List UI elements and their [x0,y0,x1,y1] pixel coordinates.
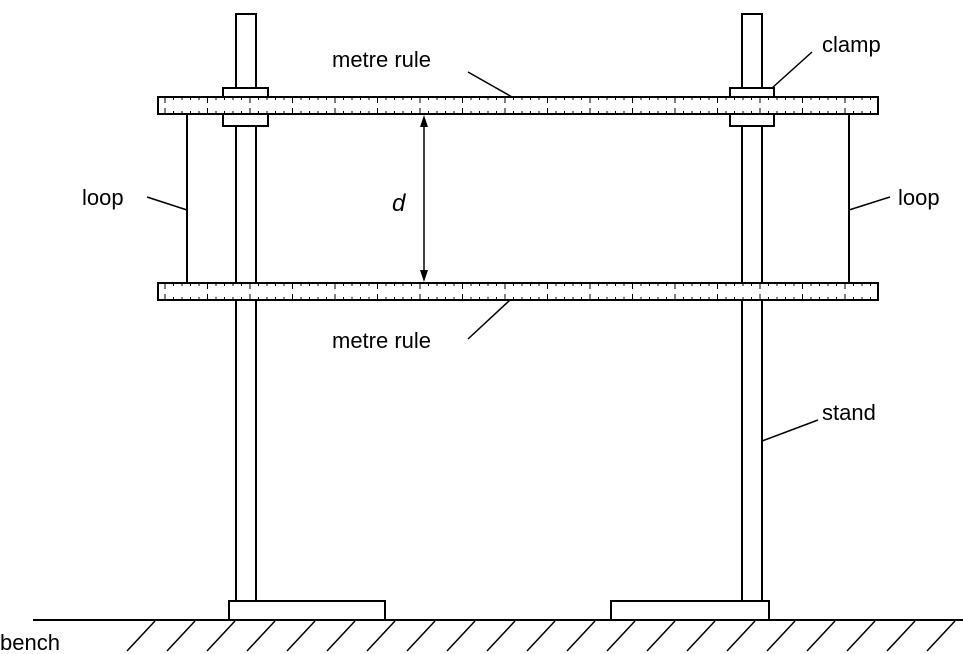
metre-rule-bottom-leader [467,299,511,340]
label-bench: bench [0,630,60,654]
label-metre-rule-bottom: metre rule [332,328,431,353]
left-clamp-lower [222,113,269,127]
left-clamp-upper [222,87,269,98]
label-metre-rule-top: metre rule [332,47,431,72]
stand-leader [761,419,819,442]
distance-arrow [420,115,428,282]
hatch-line [926,620,956,652]
label-clamp: clamp [822,32,881,57]
hatch-line [166,620,196,652]
label-stand: stand [822,400,876,425]
hatch-line [366,620,396,652]
right-stand-rod [741,13,763,602]
bottom-metre-rule-scale [164,283,871,300]
distance-arrowhead-bottom [420,270,428,282]
bench [33,619,963,652]
hatch-line [646,620,676,652]
left-clamp [222,87,269,127]
hatch-line [686,620,716,652]
right-stand-base [610,600,770,621]
metre-rule-top-leader [467,71,513,98]
hatch-line [326,620,356,652]
hatch-line [206,620,236,652]
hatch-line [806,620,836,652]
hatch-line [286,620,316,652]
top-metre-rule-body [157,96,879,115]
right-clamp [729,87,775,127]
top-metre-rule [157,96,879,115]
loop-right-leader [848,196,891,211]
label-loop-left: loop [82,185,124,210]
label-loop-right: loop [898,185,940,210]
hatch-line [246,620,276,652]
bench-hatching [126,620,956,652]
left-stand-base [228,600,386,621]
right-clamp-upper [729,87,775,98]
hatch-line [846,620,876,652]
right-clamp-lower [729,113,775,127]
hatch-line [886,620,916,652]
hatch-line [766,620,796,652]
hatch-line [566,620,596,652]
left-stand-rod [235,13,257,602]
hatch-line [446,620,476,652]
bottom-metre-rule-body [157,282,879,301]
hatch-line [406,620,436,652]
label-distance-d: d [392,190,406,217]
hatch-line [726,620,756,652]
hatch-line [526,620,556,652]
hatch-line [126,620,156,652]
clamp-leader [771,51,813,89]
top-metre-rule-scale [164,97,871,114]
loop-left-leader [146,196,188,211]
distance-arrowhead-top [420,115,428,127]
hatch-line [606,620,636,652]
bottom-metre-rule [157,282,879,301]
hatch-line [486,620,516,652]
